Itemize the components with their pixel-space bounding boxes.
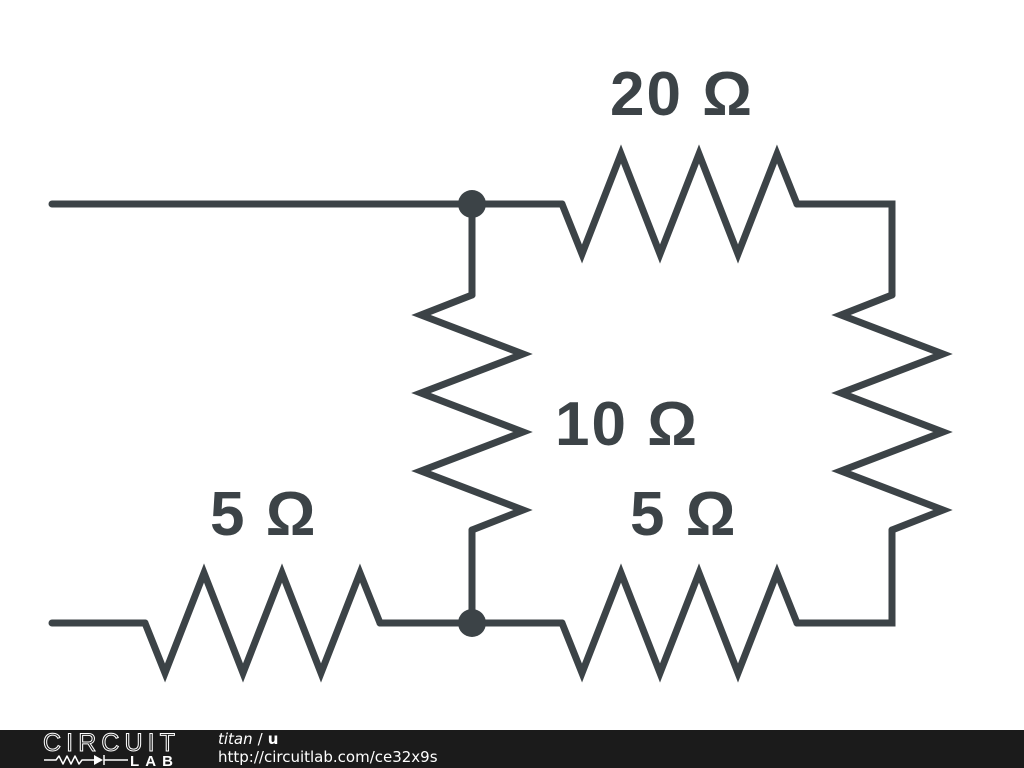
resistor-bottom-left-label: 5 Ω: [210, 480, 317, 549]
component-labels: 20 Ω 10 Ω 5 Ω 5 Ω: [210, 60, 754, 549]
circuitlab-logo: CIRCUIT LAB: [43, 730, 176, 768]
circuit-url-link[interactable]: http://circuitlab.com/ce32x9s: [218, 748, 438, 766]
title-separator: /: [257, 730, 263, 748]
resistors: [141, 144, 953, 683]
resistor-left: [411, 291, 533, 534]
author-name: titan: [218, 730, 253, 748]
circuit-name: u: [267, 730, 279, 748]
resistor-bottom-right: [558, 563, 801, 683]
resistor-diode-icon: [44, 755, 128, 765]
junction-dot-bottom: [458, 609, 486, 637]
junctions: [458, 190, 486, 637]
resistor-bottom-left: [141, 563, 384, 683]
circuit-title: titan / u: [218, 731, 278, 748]
footer-bar: CIRCUIT LAB titan / u http://circuitlab.…: [0, 730, 1024, 768]
resistor-top: [558, 144, 801, 264]
wire-resistor-top-to-resistor-right: [793, 200, 896, 299]
logo-diode-triangle: [94, 755, 103, 765]
resistor-left-label: 10 Ω: [555, 390, 699, 459]
resistor-right: [831, 291, 953, 534]
wire-resistor-right-to-resistor-bottom-right: [793, 526, 896, 627]
circuit-schematic: 20 Ω 10 Ω 5 Ω 5 Ω: [48, 60, 953, 683]
logo-resistor-squiggle: [44, 755, 94, 765]
resistor-top-label: 20 Ω: [610, 60, 754, 129]
wires: [48, 200, 896, 627]
resistor-bottom-right-label: 5 Ω: [630, 480, 737, 549]
logo-wordmark-lab: LAB: [130, 753, 173, 768]
junction-dot-top: [458, 190, 486, 218]
